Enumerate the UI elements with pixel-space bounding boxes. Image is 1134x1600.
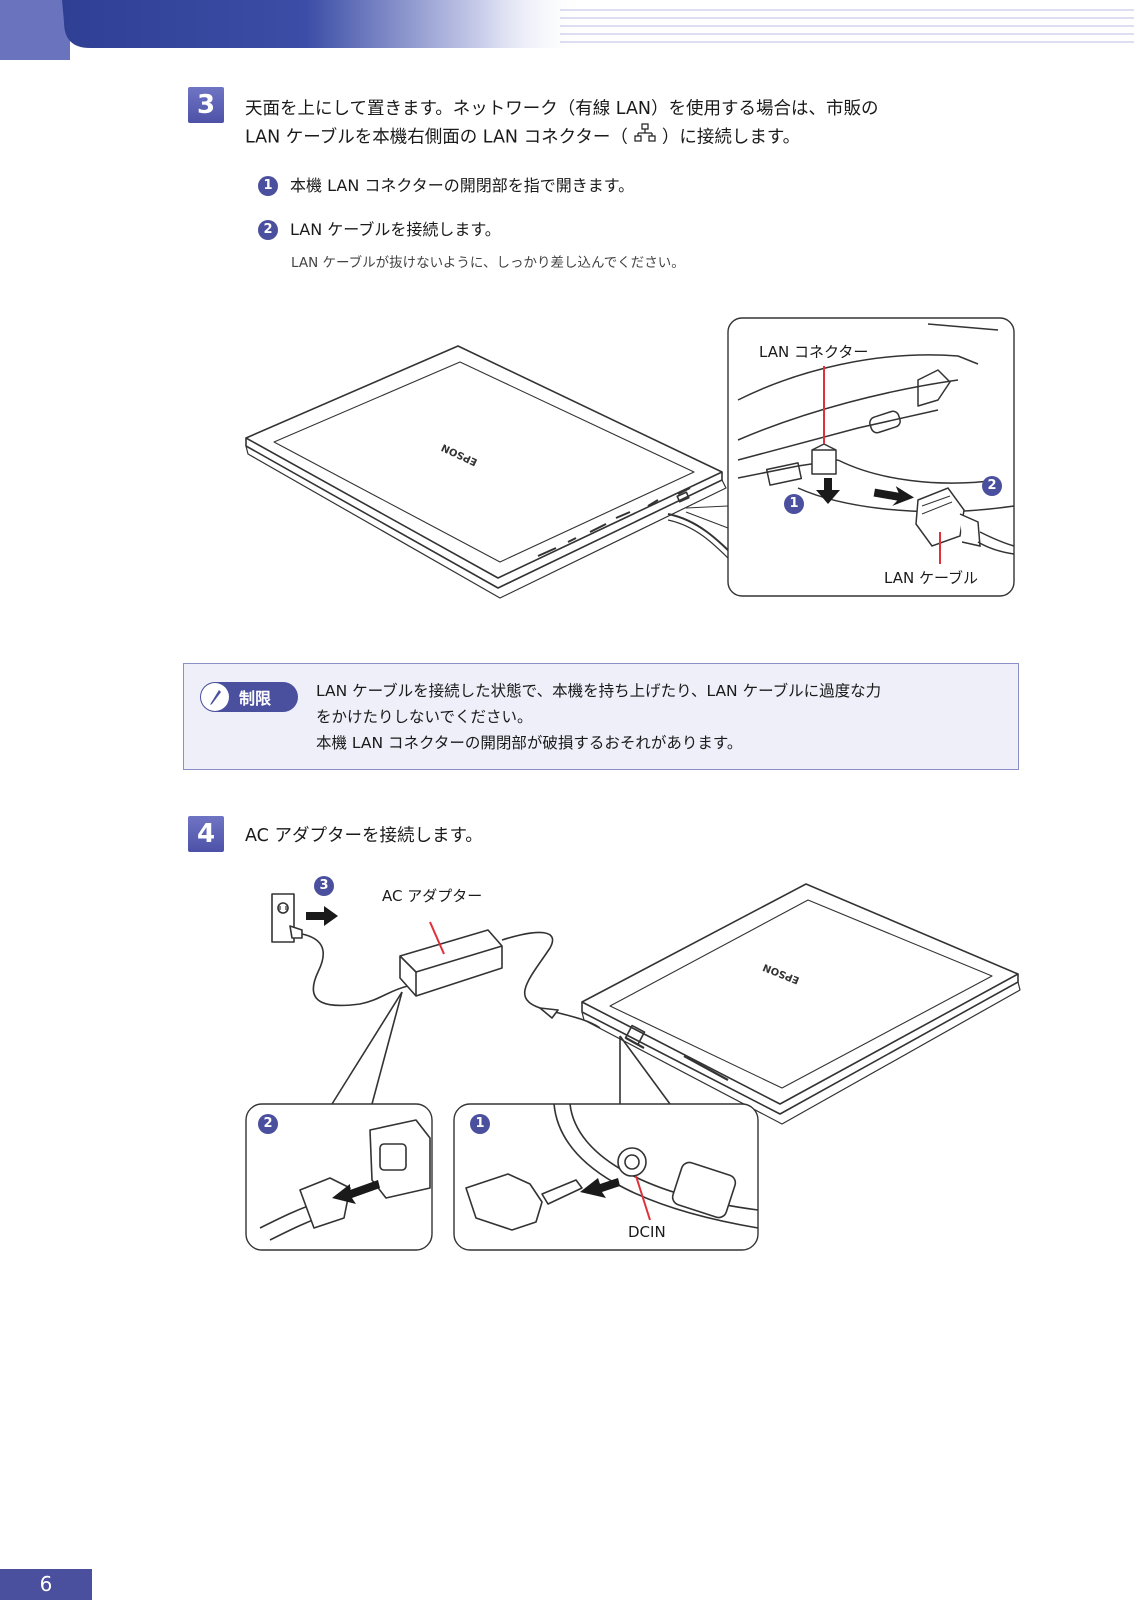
caution-box: 制限 LAN ケーブルを接続した状態で、本機を持ち上げたり、LAN ケーブルに過… bbox=[183, 663, 1019, 770]
step-3-line-2: LAN ケーブルを本機右側面の LAN コネクター（ ）に接続します。 bbox=[245, 123, 800, 152]
step-4-badge: 4 bbox=[188, 816, 224, 852]
lan-connection-figure: EPSON bbox=[238, 310, 1028, 610]
figure-2-callout-1: 1 bbox=[470, 1114, 490, 1134]
step-4-text: AC アダプターを接続します。 bbox=[245, 826, 483, 846]
step-3-line-1: 天面を上にして置きます。ネットワーク（有線 LAN）を使用する場合は、市販の bbox=[245, 99, 879, 119]
header-band bbox=[0, 0, 1134, 60]
lan-illustration: EPSON bbox=[245, 317, 1015, 599]
step-3-substep-1: 1 本機 LAN コネクターの開閉部を指で開きます。 bbox=[258, 174, 634, 198]
step-3-note: LAN ケーブルが抜けないように、しっかり差し込んでください。 bbox=[291, 255, 685, 271]
ac-adapter-figure: EPSON AC アダプター DCIN 3 2 1 bbox=[240, 868, 1030, 1258]
pencil-icon bbox=[201, 683, 229, 711]
caution-line-3: 本機 LAN コネクターの開閉部が破損するおそれがあります。 bbox=[316, 734, 743, 752]
substep-1-text: 本機 LAN コネクターの開閉部を指で開きます。 bbox=[290, 176, 635, 195]
caution-tag: 制限 bbox=[200, 682, 298, 712]
substep-2-text: LAN ケーブルを接続します。 bbox=[290, 220, 501, 239]
figure-1-callout-2: 2 bbox=[982, 476, 1002, 496]
lan-network-icon bbox=[634, 123, 656, 152]
step-3-line-2-end: ）に接続します。 bbox=[661, 127, 801, 148]
substep-1-number: 1 bbox=[258, 176, 278, 196]
caution-text: LAN ケーブルを接続した状態で、本機を持ち上げたり、LAN ケーブルに過度な力… bbox=[316, 678, 1006, 756]
figure-1-callout-1: 1 bbox=[784, 494, 804, 514]
figure-2-callout-3: 3 bbox=[314, 876, 334, 896]
figure-2-callout-2: 2 bbox=[258, 1114, 278, 1134]
page-number: 6 bbox=[0, 1569, 92, 1600]
step-3-substep-2: 2 LAN ケーブルを接続します。 bbox=[258, 218, 501, 242]
caution-label: 制限 bbox=[239, 689, 272, 708]
step-3-line-2-start: LAN ケーブルを本機右側面の LAN コネクター（ bbox=[245, 127, 628, 148]
substep-2-number: 2 bbox=[258, 220, 278, 240]
caution-line-2: をかけたりしないでください。 bbox=[316, 708, 533, 726]
step-3-badge: 3 bbox=[188, 87, 224, 123]
ac-adapter-illustration: EPSON bbox=[245, 883, 1021, 1251]
lan-cable-label: LAN ケーブル bbox=[884, 569, 979, 587]
dcin-label: DCIN bbox=[628, 1223, 666, 1241]
lan-connector-label: LAN コネクター bbox=[759, 343, 869, 361]
ac-adapter-label: AC アダプター bbox=[382, 887, 483, 905]
caution-line-1: LAN ケーブルを接続した状態で、本機を持ち上げたり、LAN ケーブルに過度な力 bbox=[316, 682, 882, 700]
